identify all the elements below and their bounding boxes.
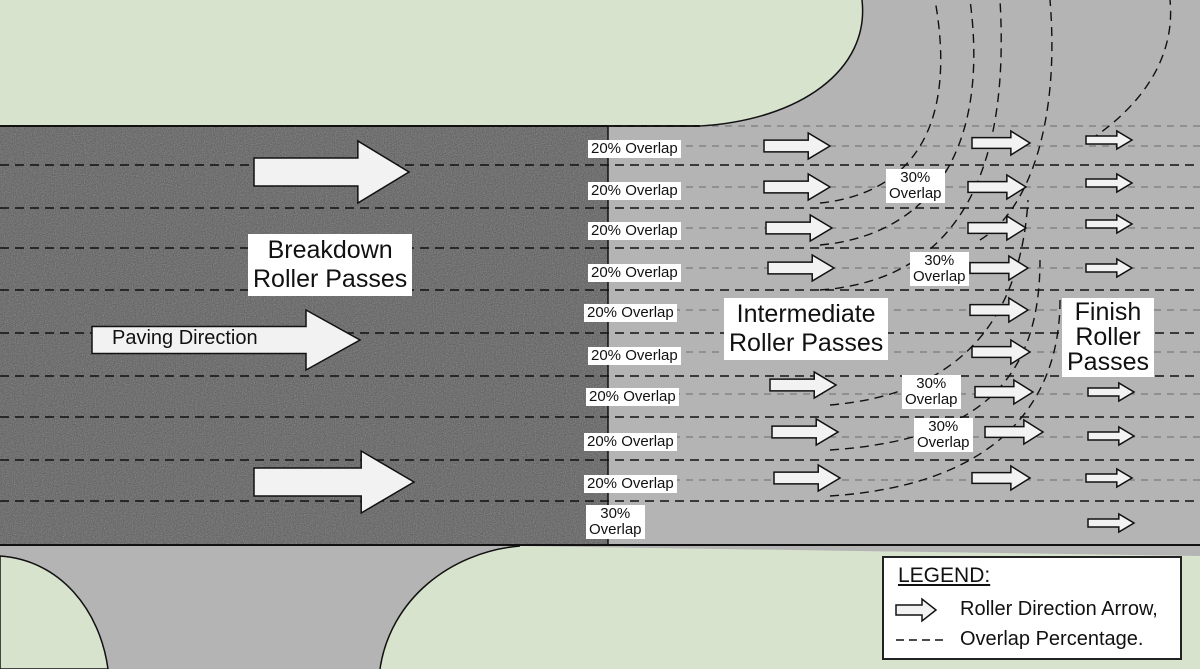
overlap-20-label: 20% Overlap bbox=[584, 304, 677, 322]
overlap-30-label: 30%Overlap bbox=[586, 505, 645, 539]
legend-title: LEGEND: bbox=[898, 564, 991, 587]
roller-direction-arrow bbox=[1085, 467, 1134, 489]
roller-direction-arrow bbox=[763, 172, 832, 202]
paving-direction-label: Paving Direction bbox=[112, 327, 258, 349]
overlap-30-label: 30%Overlap bbox=[910, 252, 969, 286]
turn-pass-line bbox=[1089, 0, 1172, 141]
roller-direction-arrow bbox=[967, 173, 1028, 201]
overlap-20-label: 20% Overlap bbox=[586, 388, 679, 406]
overlap-30-label: 30%Overlap bbox=[914, 418, 973, 452]
roller-direction-arrow bbox=[763, 131, 832, 161]
overlap-20-label: 20% Overlap bbox=[588, 140, 681, 158]
roller-direction-arrow bbox=[769, 370, 838, 400]
roller-direction-arrow bbox=[765, 213, 834, 243]
roller-direction-arrow bbox=[971, 338, 1032, 366]
roller-direction-arrow bbox=[969, 254, 1030, 282]
roller-direction-arrow bbox=[1085, 213, 1134, 235]
roller-direction-arrow bbox=[969, 296, 1030, 324]
roller-direction-arrow bbox=[1085, 257, 1134, 279]
legend-symbols bbox=[895, 597, 946, 641]
roller-direction-arrow bbox=[971, 464, 1032, 492]
roller-direction-arrow bbox=[253, 449, 416, 515]
overlap-20-label: 20% Overlap bbox=[588, 347, 681, 365]
legend-arrow-text: Roller Direction Arrow, bbox=[960, 598, 1158, 620]
roller-direction-arrow bbox=[971, 129, 1032, 157]
roller-direction-arrow bbox=[771, 417, 840, 447]
roller-direction-arrow bbox=[1085, 129, 1134, 151]
overlap-30-label: 30%Overlap bbox=[902, 375, 961, 409]
overlap-20-label: 20% Overlap bbox=[584, 433, 677, 451]
roller-direction-arrow bbox=[1085, 172, 1134, 194]
turn-pass-line bbox=[819, 0, 942, 204]
turn-pass-line bbox=[829, 299, 1061, 497]
turn-pass-line bbox=[829, 199, 1029, 406]
roller-direction-arrow bbox=[1087, 381, 1136, 403]
roller-direction-arrow bbox=[91, 308, 362, 372]
roller-direction-arrow bbox=[1087, 512, 1136, 534]
turn-pass-line bbox=[819, 0, 1002, 291]
overlap-20-label: 20% Overlap bbox=[584, 475, 677, 493]
roller-direction-arrow bbox=[984, 418, 1045, 446]
legend-arrow-icon bbox=[895, 597, 938, 623]
roller-direction-arrow bbox=[773, 463, 842, 493]
roller-direction-arrow bbox=[253, 139, 411, 205]
overlap-30-label: 30%Overlap bbox=[886, 169, 945, 203]
roller-direction-arrow bbox=[767, 253, 836, 283]
turn-pass-line bbox=[819, 0, 975, 246]
overlap-lines bbox=[0, 125, 1200, 502]
legend-dash-text: Overlap Percentage. bbox=[960, 628, 1144, 650]
roller-direction-arrow bbox=[974, 378, 1035, 406]
legend: LEGEND: Roller Direction Arrow, Overlap … bbox=[882, 556, 1182, 660]
roller-direction-arrow bbox=[967, 214, 1028, 242]
overlap-20-label: 20% Overlap bbox=[588, 264, 681, 282]
roller-direction-arrow bbox=[1087, 425, 1136, 447]
overlap-20-label: 20% Overlap bbox=[588, 222, 681, 240]
overlap-20-label: 20% Overlap bbox=[588, 182, 681, 200]
